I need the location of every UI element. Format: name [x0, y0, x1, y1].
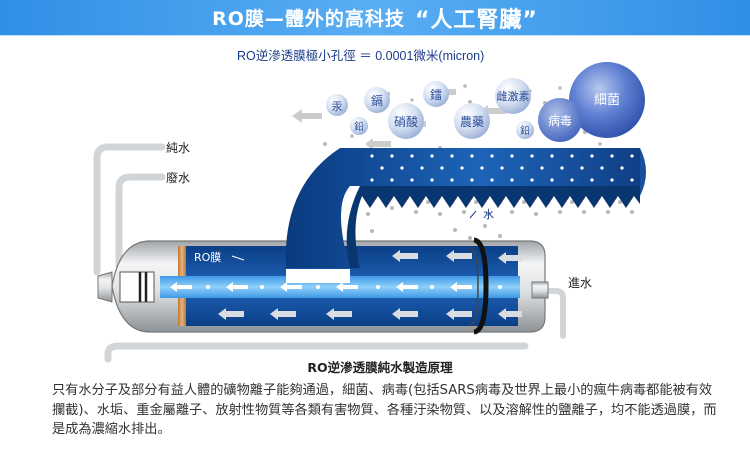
bubble-lead-b-label: 鉛 — [520, 124, 530, 137]
bubble-nitrate-label: 硝酸 — [394, 114, 418, 129]
bubble-pesticide-label: 農藥 — [460, 115, 484, 129]
bubble-estrogen-label: 雌激素 — [497, 89, 530, 103]
pure-water-label: 純水 — [166, 141, 190, 155]
banner-title: RO膜—體外的高科技 — [212, 8, 405, 30]
inlet-label: 進水 — [568, 276, 592, 290]
bubble-virus-label: 病毒 — [548, 113, 572, 128]
waste-water-label: 廢水 — [166, 170, 190, 185]
bubble-lead-a-label: 鉛 — [354, 120, 364, 133]
core-particles — [206, 285, 502, 289]
diagram-caption: RO逆滲透膜純水製造原理 — [307, 360, 453, 375]
bubble-nitrate: 硝酸 — [388, 103, 424, 139]
bubble-cadmium: 鎘 — [364, 87, 390, 113]
title-banner: RO膜—體外的高科技 “人工腎臟” — [0, 0, 750, 36]
feed-flow-arrows — [218, 250, 522, 320]
bubble-mercury: 汞 — [326, 94, 348, 116]
bubble-bacteria: 細菌 — [569, 62, 645, 138]
ro-membrane-diagram: RO逆滲透膜極小孔徑 ＝ 0.0001微米(micron) — [93, 48, 646, 375]
pore-size-label: RO逆滲透膜極小孔徑 ＝ 0.0001微米(micron) — [237, 48, 484, 63]
membrane-label: RO膜 — [194, 251, 221, 264]
bubble-lead-a: 鉛 — [350, 117, 368, 135]
bubble-bacteria-label: 細菌 — [594, 93, 620, 108]
bubble-radium: 鐳 — [423, 81, 449, 107]
bubble-estrogen: 雌激素 — [495, 78, 531, 114]
sheet-pores — [370, 154, 634, 182]
permeate-flow-arrows — [170, 282, 472, 292]
water-label: 水 — [483, 208, 494, 221]
membrane-pointer — [231, 255, 245, 261]
bubble-pesticide: 農藥 — [454, 103, 490, 139]
membrane-sheet — [285, 148, 646, 268]
banner-highlight: “人工腎臟” — [414, 7, 538, 33]
bubble-mercury-label: 汞 — [332, 100, 343, 113]
outlet-pipes — [93, 143, 566, 363]
description-text: 只有水分子及部分有益人體的礦物離子能夠通過，細菌、病毒(包括SARS病毒及世界上… — [52, 383, 717, 437]
bubble-radium-label: 鐳 — [430, 87, 442, 102]
bubble-virus: 病毒 — [538, 98, 582, 142]
water-pointer — [469, 210, 477, 219]
bubble-cadmium-label: 鎘 — [371, 93, 383, 108]
bubble-lead-b: 鉛 — [516, 121, 534, 139]
